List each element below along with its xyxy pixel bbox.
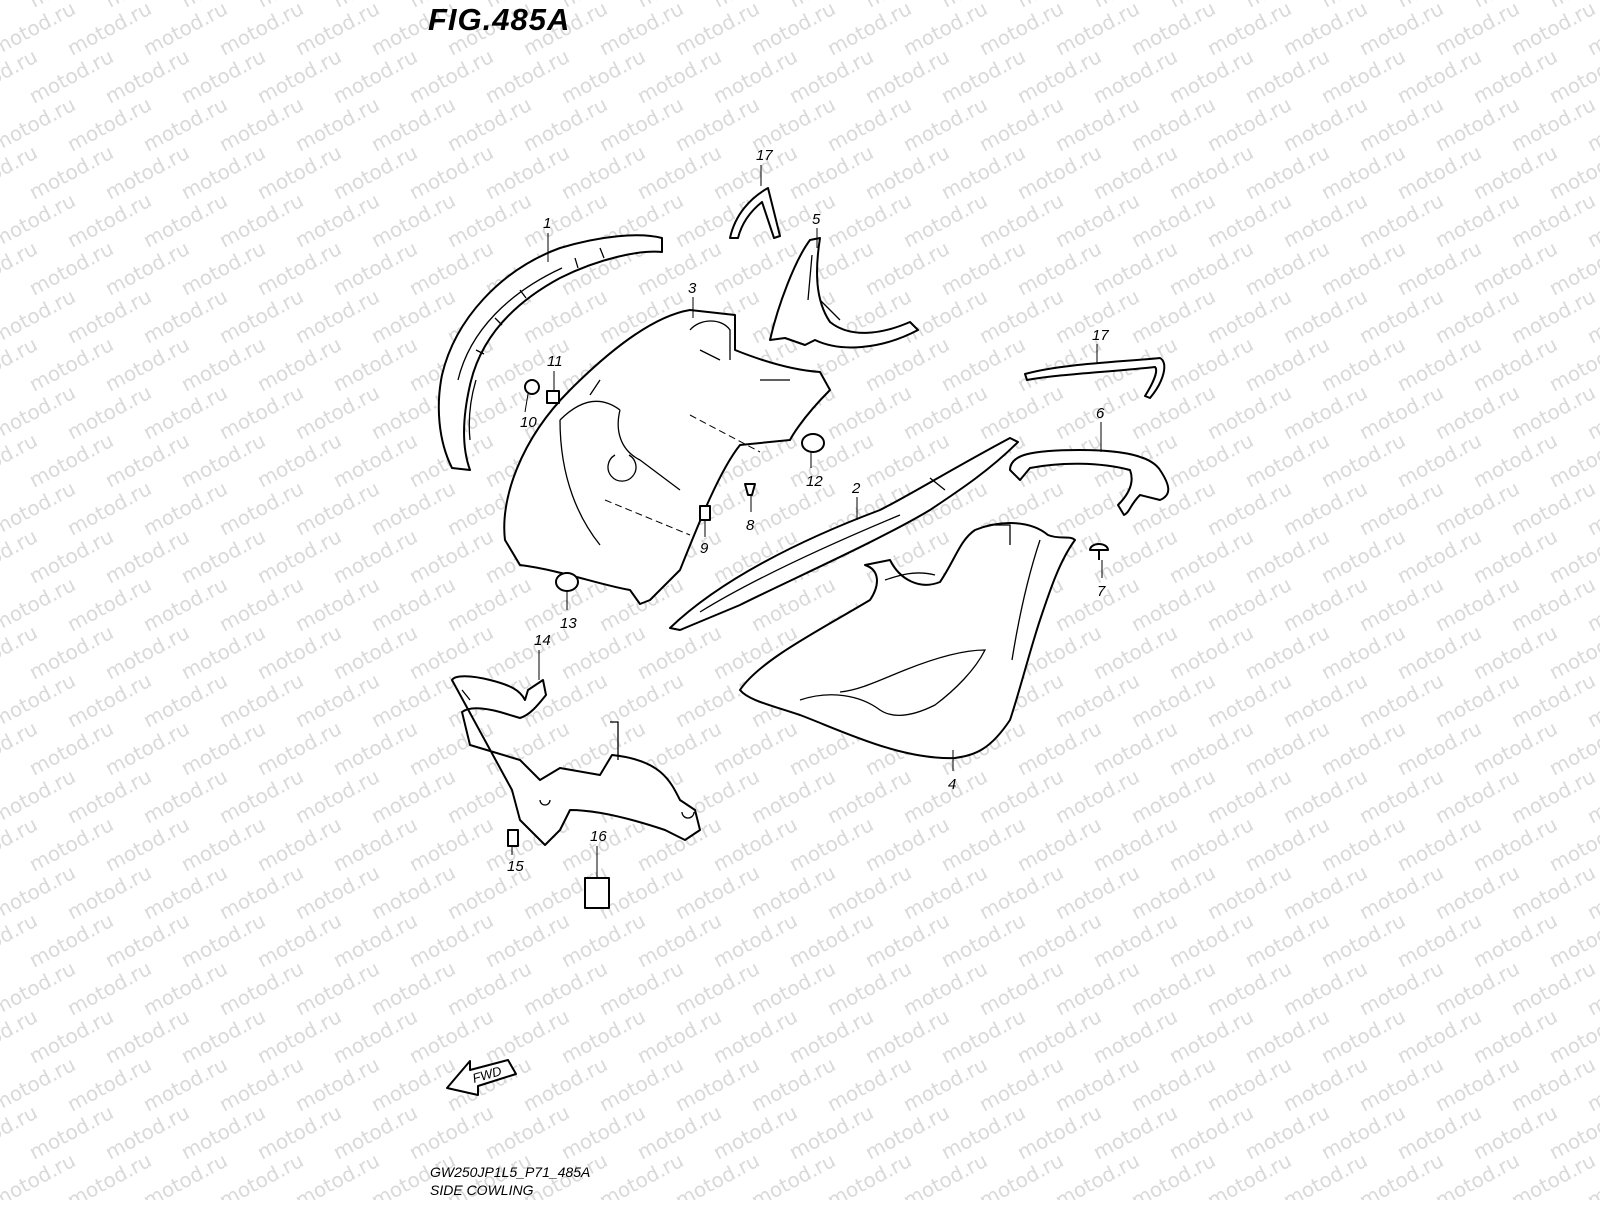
callout-4: 4	[948, 750, 956, 793]
callout-number: 1	[543, 215, 551, 232]
figure-title: FIG.485A	[428, 2, 571, 37]
callout-number: 9	[700, 540, 709, 557]
callout-number: 16	[590, 828, 607, 845]
callout-17: 17	[1092, 327, 1109, 363]
callout-number: 6	[1096, 405, 1105, 422]
callout-number: 17	[756, 147, 773, 164]
callout-12: 12	[806, 452, 823, 490]
callout-8: 8	[746, 495, 755, 534]
callout-number: 5	[812, 211, 821, 228]
bolt-15	[507, 829, 519, 847]
part-strip-upper	[729, 187, 781, 239]
callout-6: 6	[1096, 405, 1105, 452]
callout-11: 11	[547, 353, 563, 391]
part-frame-brace	[451, 675, 701, 846]
callout-number: 13	[560, 615, 577, 632]
part-side-rail-panel	[669, 437, 1019, 631]
callout-number: 2	[851, 480, 861, 497]
callout-number: 3	[688, 280, 697, 297]
part-strip-right	[1024, 357, 1166, 399]
pad-16	[584, 877, 610, 909]
callout-number: 15	[507, 858, 524, 875]
callout-number: 8	[746, 517, 755, 534]
callout-10: 10	[520, 393, 537, 431]
callout-number: 11	[547, 353, 563, 370]
part-leg-shield-inner	[503, 309, 831, 605]
screw-7	[1089, 543, 1109, 560]
hardware	[507, 379, 1109, 909]
callout-5: 5	[812, 211, 821, 248]
figure-code: GW250JP1L5_P71_485A	[430, 1164, 591, 1180]
callout-3: 3	[688, 280, 697, 318]
callout-number: 10	[520, 414, 537, 431]
callout-16: 16	[590, 828, 607, 878]
clip-nut-9	[699, 505, 711, 521]
callout-number: 17	[1092, 327, 1109, 344]
cushion-13	[555, 572, 579, 592]
part-side-trim	[1009, 449, 1170, 516]
callout-17: 17	[756, 147, 773, 186]
callout-number: 7	[1097, 583, 1106, 600]
bolt-10-head	[524, 379, 540, 395]
part-side-cowling	[739, 522, 1076, 760]
fwd-arrow-icon: FWD	[446, 1059, 517, 1096]
leader-line	[524, 393, 529, 413]
callout-14: 14	[534, 632, 551, 680]
callout-15: 15	[507, 846, 524, 875]
cushion-12	[801, 433, 825, 453]
callout-7: 7	[1097, 560, 1106, 600]
screw-8	[744, 483, 756, 496]
callout-9: 9	[700, 520, 709, 557]
callout-2: 2	[851, 480, 861, 520]
part-front-inner-cover	[437, 234, 663, 471]
callout-13: 13	[560, 591, 577, 632]
callout-number: 12	[806, 473, 823, 490]
callout-number: 14	[534, 632, 551, 649]
figure-caption: SIDE COWLING	[430, 1182, 534, 1198]
callout-number: 4	[948, 776, 956, 793]
part-trim-bracket	[769, 237, 919, 349]
nut-11	[546, 390, 560, 404]
callout-1: 1	[543, 215, 551, 262]
